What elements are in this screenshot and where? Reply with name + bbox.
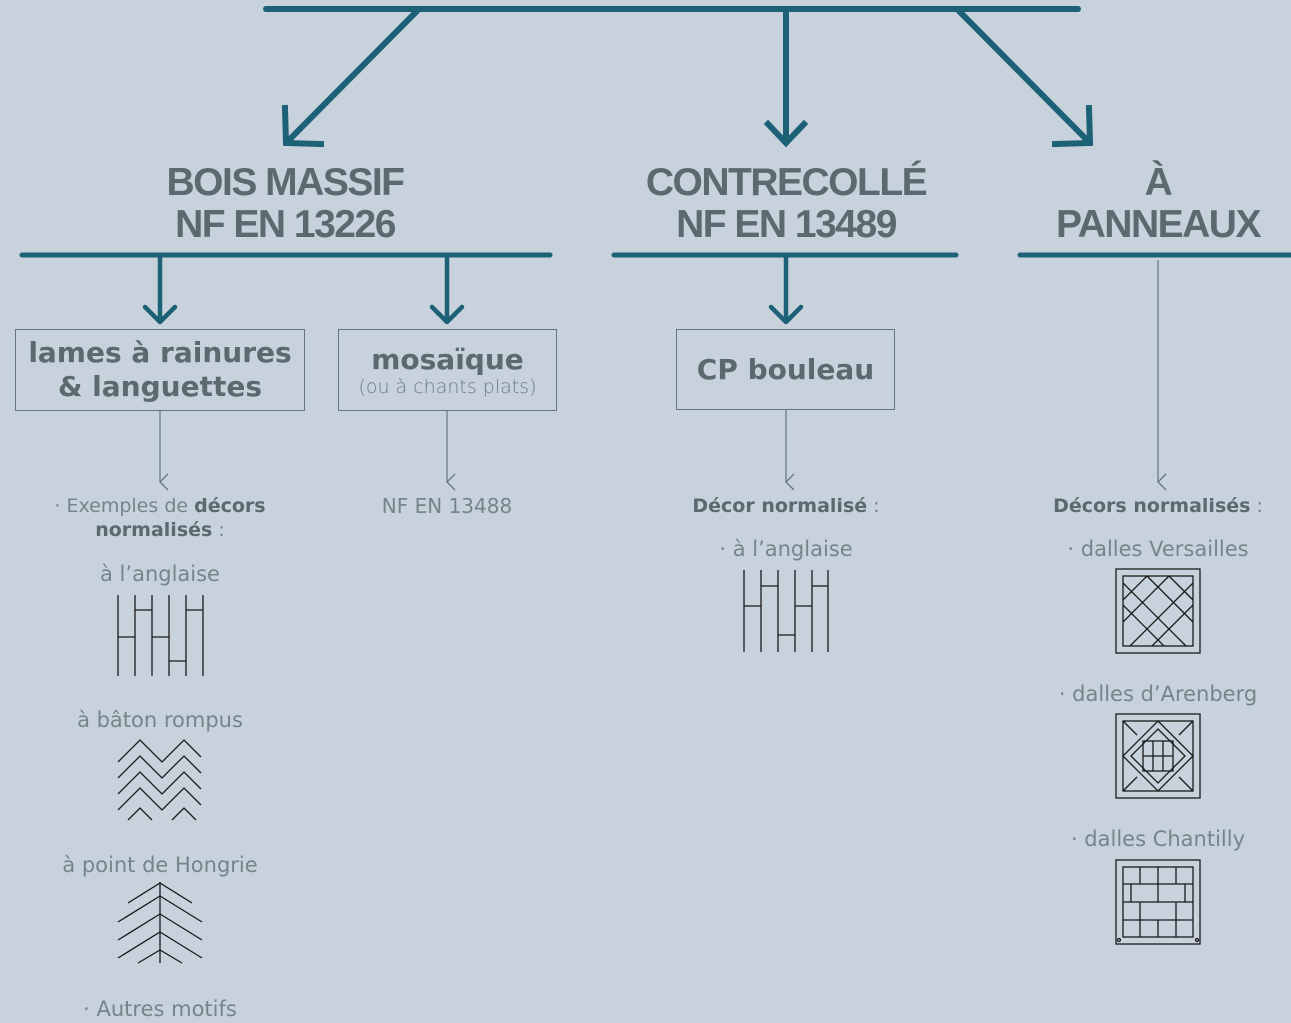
dalles-chantilly-label: · dalles Chantilly [1070, 827, 1246, 851]
bois-massif-title: BOIS MASSIF NF EN 13226 [40, 162, 530, 246]
dalles-versailles-label: · dalles Versailles [1067, 537, 1249, 561]
decor-anglaise-label: à l’anglaise [100, 562, 220, 586]
pattern-anglaise-icon [117, 595, 204, 676]
lames-box: lames à rainures & languettes [15, 329, 305, 411]
pattern-anglaise-cp-icon [743, 570, 829, 652]
dalles-arenberg-label: · dalles d’Arenberg [1058, 682, 1258, 706]
contrecolle-title: CONTRECOLLÉ NF EN 13489 [560, 162, 1012, 246]
panneaux-label-2: PANNEAUX [1056, 203, 1261, 246]
panneaux-heading: Décors normalisés : [1030, 493, 1286, 519]
lames-intro-bold1: décors [194, 495, 266, 517]
cp-anglaise-label: · à l’anglaise [719, 537, 853, 561]
top-connector [263, 6, 1094, 148]
panneaux-title: À PANNEAUX [1030, 162, 1286, 246]
decor-point-hongrie-label: à point de Hongrie [62, 853, 258, 877]
autres-motifs-label: · Autres motifs [83, 997, 237, 1021]
decor-baton-rompus-label: à bâton rompus [77, 708, 243, 732]
mosaique-title: mosaïque [371, 343, 524, 376]
contrecolle-norm: NF EN 13489 [676, 203, 897, 246]
cp-heading: Décor normalisé : [640, 493, 932, 519]
lames-intro-prefix: · Exemples de [54, 495, 195, 517]
panneaux-heading-bold: Décors normalisés [1053, 495, 1251, 517]
mosaique-norm: NF EN 13488 [381, 494, 513, 518]
contrecolle-label: CONTRECOLLÉ [645, 161, 928, 204]
pattern-point-hongrie-icon [117, 882, 203, 964]
cp-title: CP bouleau [696, 352, 875, 386]
pattern-chantilly-icon [1115, 859, 1201, 945]
cp-box: CP bouleau [676, 329, 895, 410]
pattern-versailles-icon [1115, 568, 1201, 654]
bois-massif-norm: NF EN 13226 [175, 203, 396, 246]
pattern-baton-rompus-icon [117, 739, 202, 821]
lames-line1: lames à rainures [28, 336, 292, 369]
mosaique-subtitle: (ou à chants plats) [358, 376, 537, 398]
arrow-to-panneaux [955, 7, 1089, 142]
lames-intro-suffix: : [212, 519, 225, 541]
panneaux-heading-suffix: : [1250, 495, 1263, 517]
lames-line2: & languettes [58, 370, 262, 403]
mosaique-box: mosaïque (ou à chants plats) [338, 329, 557, 411]
pattern-arenberg-icon [1115, 713, 1201, 799]
bois-massif-label: BOIS MASSIF [166, 161, 405, 204]
arrow-to-bois-massif [287, 7, 421, 142]
lames-intro-bold2: normalisés [95, 519, 213, 541]
cp-heading-bold: Décor normalisé [692, 495, 868, 517]
cp-heading-suffix: : [867, 495, 880, 517]
panneaux-label: À [1144, 161, 1173, 204]
